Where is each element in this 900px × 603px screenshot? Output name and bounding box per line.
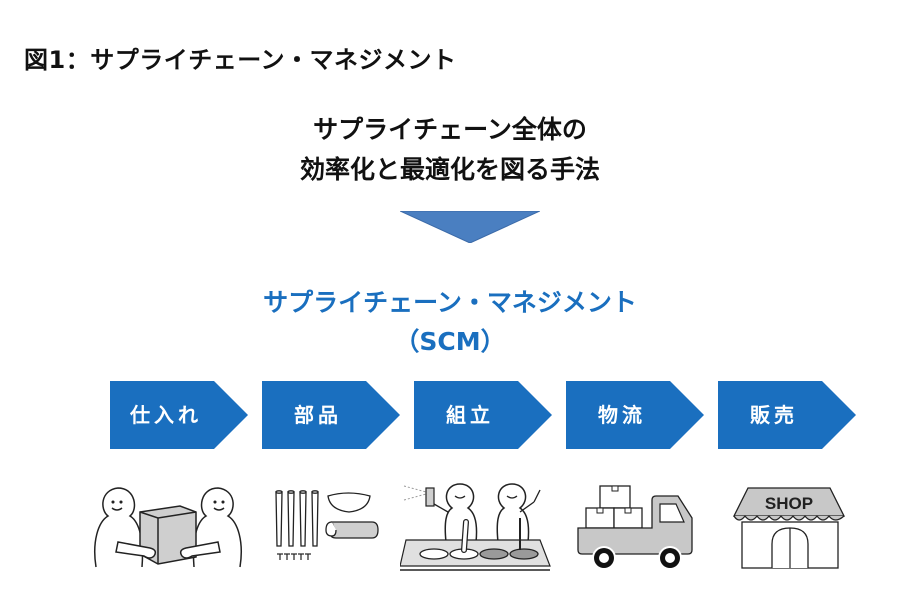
delivery-truck-icon [577,485,693,570]
step-assembly: 組立 [414,381,552,449]
chevron-shape [262,381,400,449]
step-label: 販売 [750,403,798,427]
step-label: 物流 [598,403,646,427]
chevron-shape [414,381,552,449]
step-purchasing: 仕入れ [110,381,248,449]
scm-abbreviation: （SCM） [394,327,506,356]
scm-name: サプライチェーン・マネジメント [263,288,637,317]
assembly-line-icon [400,483,551,571]
description-line-1: サプライチェーン全体の [313,115,587,144]
step-label: 組立 [446,403,494,427]
parts-icon [275,490,379,560]
down-arrow-icon [400,211,540,243]
figure-title: 図1：サプライチェーン・マネジメント [24,46,457,74]
step-logistics: 物流 [566,381,704,449]
description-line-2: 効率化と最適化を図る手法 [299,155,600,184]
chevron-shape [110,381,248,449]
shop-icon: SHOP [732,487,846,569]
step-parts: 部品 [262,381,400,449]
chevron-shape [566,381,704,449]
chevron-shape [718,381,856,449]
step-label: 部品 [294,403,342,427]
shop-sign-text: SHOP [765,494,813,513]
step-label: 仕入れ [130,403,202,427]
purchasing-handover-icon [94,487,242,568]
step-sales: 販売 [718,381,856,449]
